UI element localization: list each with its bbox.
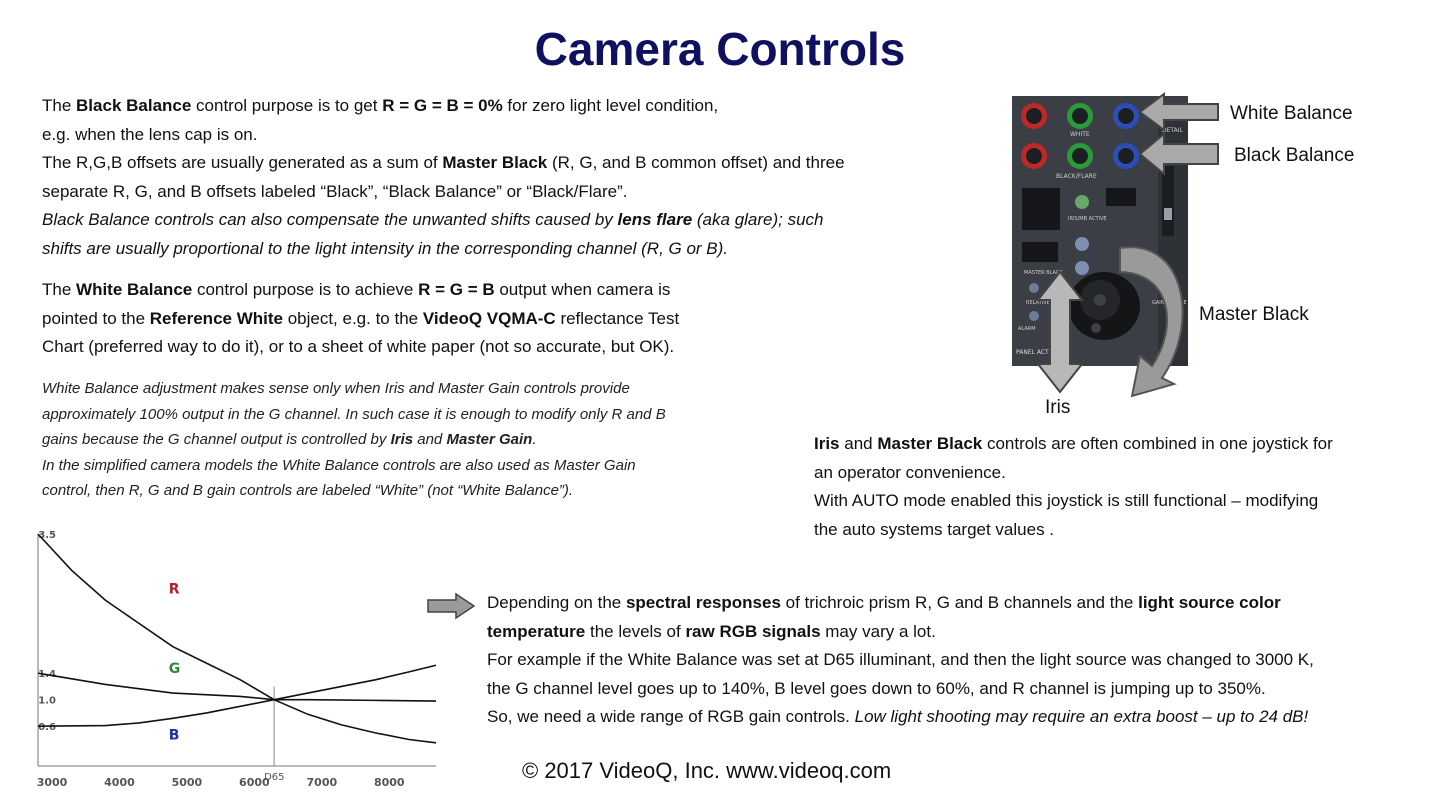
- series-label-b: B: [169, 727, 180, 743]
- js-line-2: an operator convenience.: [814, 462, 1006, 482]
- wb-line-3: Chart (preferred way to do it), or to a …: [42, 337, 675, 356]
- bb-line-3: The R,G,B offsets are usually generated …: [42, 153, 845, 172]
- x-tick-label: 6000: [239, 776, 270, 789]
- copyright-footer: © 2017 VideoQ, Inc. www.videoq.com: [522, 758, 892, 783]
- x-tick-label: 8000: [374, 776, 405, 789]
- wbn-line-4: In the simplified camera models the Whit…: [42, 456, 636, 474]
- wbn-line-2: approximately 100% output in the G chann…: [42, 405, 666, 423]
- panel-alarm-text: ALARM: [1018, 326, 1036, 332]
- wb-line-2: pointed to the Reference White object, e…: [42, 308, 680, 328]
- iris-callout: Iris: [1045, 397, 1071, 418]
- sp-line-2: temperature the levels of raw RGB signal…: [487, 621, 936, 641]
- white-balance-note: White Balance adjustment makes sense onl…: [42, 376, 802, 504]
- x-tick-label: 5000: [172, 776, 203, 789]
- sp-line-3: For example if the White Balance was set…: [487, 650, 1314, 669]
- x-tick-label: 3000: [37, 776, 68, 789]
- panel-detail-text: DETAIL: [1162, 127, 1183, 134]
- y-tick-label: 3.5: [38, 530, 56, 541]
- white-balance-section: The White Balance control purpose is to …: [42, 276, 802, 362]
- y-tick-label: 0.6: [38, 722, 56, 733]
- panel-black-flare-text: BLACK/FLARE: [1056, 173, 1097, 180]
- page-title: Camera Controls: [534, 23, 906, 75]
- black-balance-callout: Black Balance: [1234, 145, 1355, 166]
- wbn-line-3: gains because the G channel output is co…: [42, 431, 537, 448]
- master-black-rotation-arrow: [1119, 246, 1184, 398]
- x-tick-label: 7000: [307, 776, 338, 789]
- wbn-line-5: control, then R, G and B gain controls a…: [42, 482, 574, 499]
- panel-iris-mb-text: IRIS/MB ACTIVE: [1068, 216, 1107, 222]
- js-line-1: Iris and Master Black controls are often…: [814, 434, 1333, 453]
- series-line-b: [37, 664, 437, 728]
- panel-white-text: WHITE: [1070, 131, 1090, 138]
- sp-line-1: Depending on the spectral responses of t…: [487, 593, 1281, 612]
- master-black-callout: Master Black: [1199, 304, 1309, 325]
- js-line-3: With AUTO mode enabled this joystick is …: [814, 491, 1319, 510]
- panel-relative-text: RELATIVE: [1026, 300, 1050, 306]
- wbn-line-1: White Balance adjustment makes sense onl…: [42, 380, 630, 397]
- chart-pointer-arrow: [427, 592, 476, 620]
- sp-line-5: So, we need a wide range of RGB gain con…: [487, 707, 1309, 726]
- d65-label: D65: [264, 772, 284, 783]
- x-tick-label: 4000: [104, 776, 135, 789]
- series-label-g: G: [169, 661, 181, 677]
- series-line-r: [37, 533, 437, 744]
- bb-line-2: e.g. when the lens cap is on.: [42, 124, 258, 144]
- black-balance-arrow: [1138, 132, 1219, 176]
- js-line-4: the auto systems target values .: [814, 519, 1055, 539]
- y-tick-label: 1.0: [38, 696, 56, 707]
- black-balance-section: The Black Balance control purpose is to …: [42, 92, 962, 263]
- panel-master-black-text: MASTER BLACK: [1024, 270, 1063, 276]
- white-balance-arrow: [1138, 92, 1219, 132]
- bb-line-6: shifts are usually proportional to the l…: [42, 238, 729, 258]
- series-label-r: R: [169, 582, 180, 598]
- iris-vertical-arrow: [1035, 270, 1085, 394]
- spectral-section: Depending on the spectral responses of t…: [487, 589, 1432, 732]
- panel-panel-active-text: PANEL ACTIVE: [1016, 349, 1059, 356]
- bb-line-4: separate R, G, and B offsets labeled “Bl…: [42, 181, 628, 201]
- wb-line-1: The White Balance control purpose is to …: [42, 280, 671, 299]
- bb-line-5: Black Balance controls can also compensa…: [42, 210, 824, 229]
- series-line-g: [37, 672, 437, 702]
- joystick-section: Iris and Master Black controls are often…: [814, 430, 1424, 544]
- bb-line-1: The Black Balance control purpose is to …: [42, 96, 719, 115]
- white-balance-callout: White Balance: [1230, 103, 1353, 124]
- sp-line-4: the G channel level goes up to 140%, B l…: [487, 678, 1266, 698]
